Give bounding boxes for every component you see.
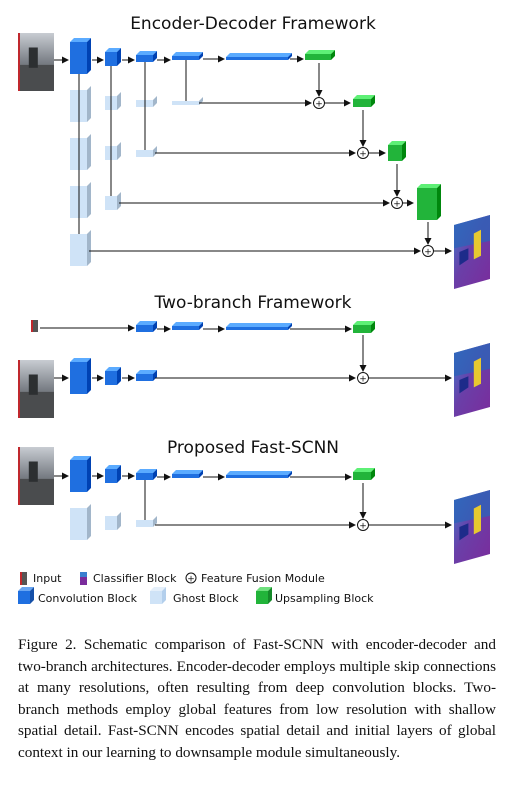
twobranch-conv-top-1 [136, 321, 157, 332]
fastscnn-output-segmentation [454, 490, 490, 564]
fastscnn-conv-5 [226, 471, 292, 478]
encdec-conv-4 [172, 52, 203, 60]
legend-fusion-icon: + [185, 572, 197, 585]
figure-caption: Figure 2. Schematic comparison of Fast-S… [18, 636, 496, 761]
encdec-ghost-2 [70, 134, 91, 170]
svg-text:+: + [359, 375, 367, 385]
encdec-input-image [18, 33, 54, 91]
encdec-ghost-5 [105, 92, 121, 110]
encdec-up-3 [388, 141, 406, 161]
legend-ghost-icon [150, 587, 166, 604]
legend-conv-label: Convolution Block [38, 592, 138, 605]
legend-input-icon [20, 572, 27, 585]
encdec-output-segmentation [454, 215, 490, 289]
twobranch-conv-bot-1 [70, 358, 91, 394]
fastscnn-conv-2 [105, 465, 121, 483]
twobranch-fusion: + [357, 372, 369, 385]
legend-fusion-label: Feature Fusion Module [201, 572, 325, 585]
twobranch-up-1 [353, 321, 375, 333]
legend: Input Classifier Block + Feature Fusion … [18, 572, 374, 605]
legend-conv-icon [18, 587, 34, 604]
fastscnn-up-1 [353, 468, 375, 480]
title-encoder-decoder: Encoder-Decoder Framework [130, 14, 376, 34]
svg-text:+: + [393, 200, 401, 210]
twobranch-conv-bot-2 [105, 367, 121, 385]
fastscnn-conv-1 [70, 456, 91, 492]
title-fast-scnn: Proposed Fast-SCNN [167, 438, 339, 458]
svg-text:+: + [359, 150, 367, 160]
encdec-ghost-4 [70, 230, 91, 266]
encdec-conv-3 [136, 51, 157, 62]
encdec-ghost-8 [136, 96, 157, 107]
fastscnn-input-image [18, 447, 54, 505]
twobranch-input-small [31, 320, 38, 332]
encdec-ghost-3 [70, 182, 91, 218]
encdec-up-2 [353, 95, 375, 107]
legend-classifier-label: Classifier Block [93, 572, 177, 585]
fastscnn-ghost-2 [105, 512, 121, 530]
twobranch-output-segmentation [454, 343, 490, 417]
encdec-ghost-7 [105, 192, 121, 210]
legend-input-label: Input [33, 572, 62, 585]
legend-upsample-label: Upsampling Block [275, 592, 374, 605]
encdec-conv-5 [226, 53, 292, 60]
twobranch-conv-top-2 [172, 322, 203, 330]
encdec-ghost-6 [105, 142, 121, 160]
encdec-up-4 [417, 184, 441, 220]
encdec-fusion-1: + [313, 97, 325, 110]
architecture-diagram: Encoder-Decoder Framework Two-branch Fra… [18, 14, 490, 605]
fastscnn-conv-4 [172, 470, 203, 478]
twobranch-conv-bot-3 [136, 370, 157, 381]
svg-text:+: + [315, 100, 323, 110]
fastscnn-fusion: + [357, 519, 369, 532]
encdec-conv-1 [70, 38, 91, 74]
encdec-ghost-9 [136, 146, 157, 157]
encdec-conv-2 [105, 48, 121, 66]
fastscnn-conv-3 [136, 469, 157, 480]
title-two-branch: Two-branch Framework [154, 293, 352, 313]
fastscnn-ghost-1 [70, 504, 91, 540]
legend-classifier-icon [80, 572, 87, 585]
encdec-fusion-4: + [422, 245, 434, 258]
encdec-ghost-1 [70, 86, 91, 122]
fastscnn-ghost-3 [136, 516, 157, 527]
legend-upsample-icon [256, 587, 272, 604]
svg-text:+: + [187, 575, 195, 585]
svg-text:+: + [424, 248, 432, 258]
twobranch-input-image [18, 360, 54, 418]
legend-ghost-label: Ghost Block [173, 592, 239, 605]
twobranch-conv-top-3 [226, 323, 292, 330]
svg-text:+: + [359, 522, 367, 532]
encdec-ghost-10 [172, 97, 203, 105]
encdec-fusion-2: + [357, 147, 369, 160]
encdec-fusion-3: + [391, 197, 403, 210]
encdec-up-1 [305, 50, 335, 60]
